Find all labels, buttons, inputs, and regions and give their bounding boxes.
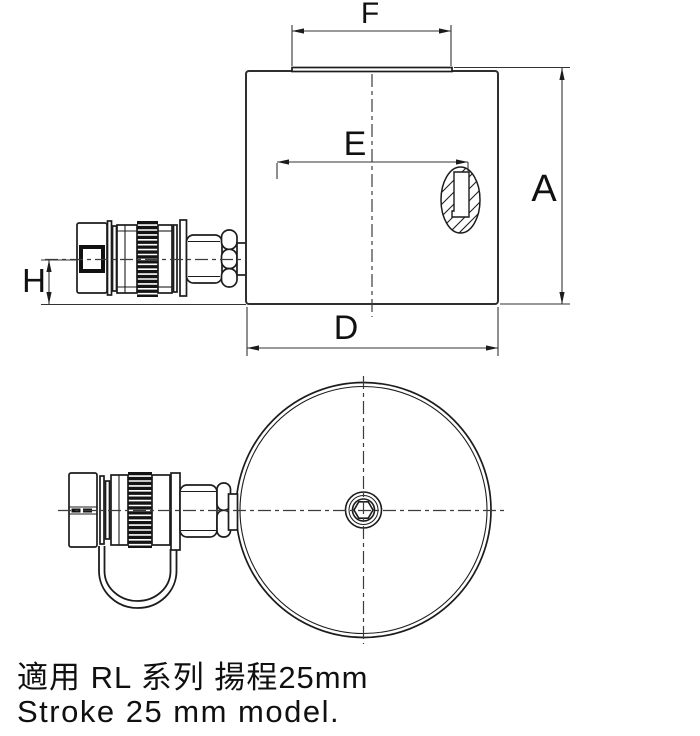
dimension-label-A: A	[531, 168, 557, 210]
port-slot	[451, 171, 470, 218]
dimension-D	[246, 307, 499, 356]
u-handle	[98, 546, 178, 609]
dimension-E	[276, 159, 469, 179]
dimension-label-H: H	[22, 262, 46, 299]
oil-port	[440, 166, 481, 234]
coupler-washer	[111, 225, 118, 292]
dimension-label-E: E	[343, 125, 367, 163]
piston-saddle	[291, 66, 453, 73]
dimension-label-F: F	[360, 0, 380, 30]
dimension-F	[291, 25, 452, 66]
dimension-H	[41, 259, 246, 306]
coupler-washer	[106, 220, 113, 296]
caption-line-english: Stroke 25 mm model.	[17, 694, 341, 729]
dimension-A	[454, 66, 570, 305]
coupler-flange	[170, 472, 181, 551]
caption-line-chinese: 適用 RL 系列 揚程25mm	[17, 660, 369, 695]
port-adapter	[227, 493, 239, 531]
hex-fitting	[220, 267, 238, 288]
dimension-label-D: D	[333, 309, 359, 347]
top-view	[58, 376, 508, 644]
coupler-side	[76, 219, 247, 297]
side-view	[41, 25, 570, 356]
coupler-flange	[172, 224, 178, 293]
coupler-flange	[179, 219, 188, 297]
hex-fitting	[220, 229, 238, 251]
